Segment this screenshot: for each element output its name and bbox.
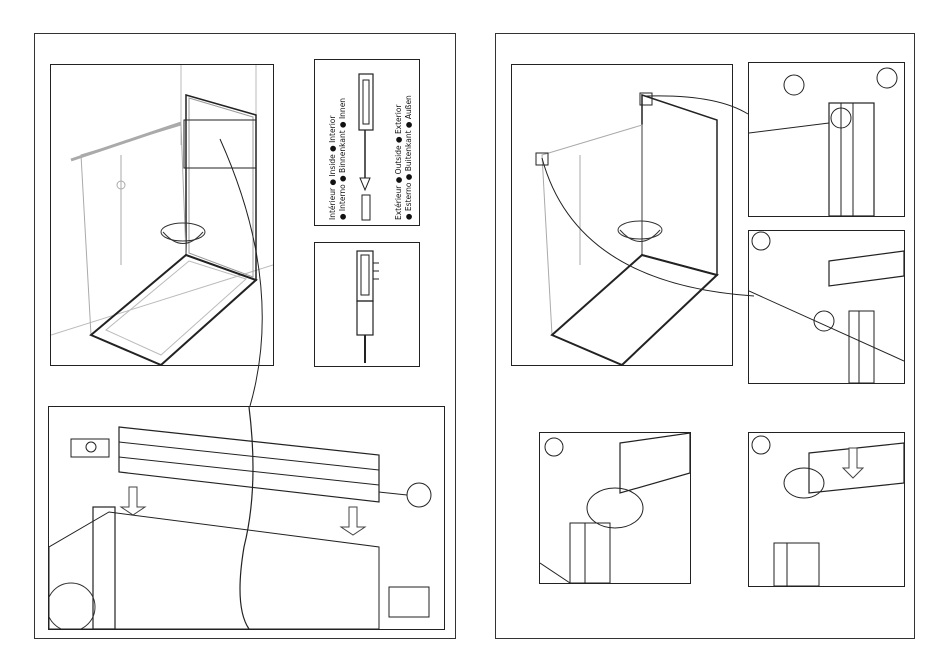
right-page bbox=[495, 33, 915, 639]
left-page: Intérieur ● Inside ● Interior ● Interno … bbox=[34, 33, 456, 639]
